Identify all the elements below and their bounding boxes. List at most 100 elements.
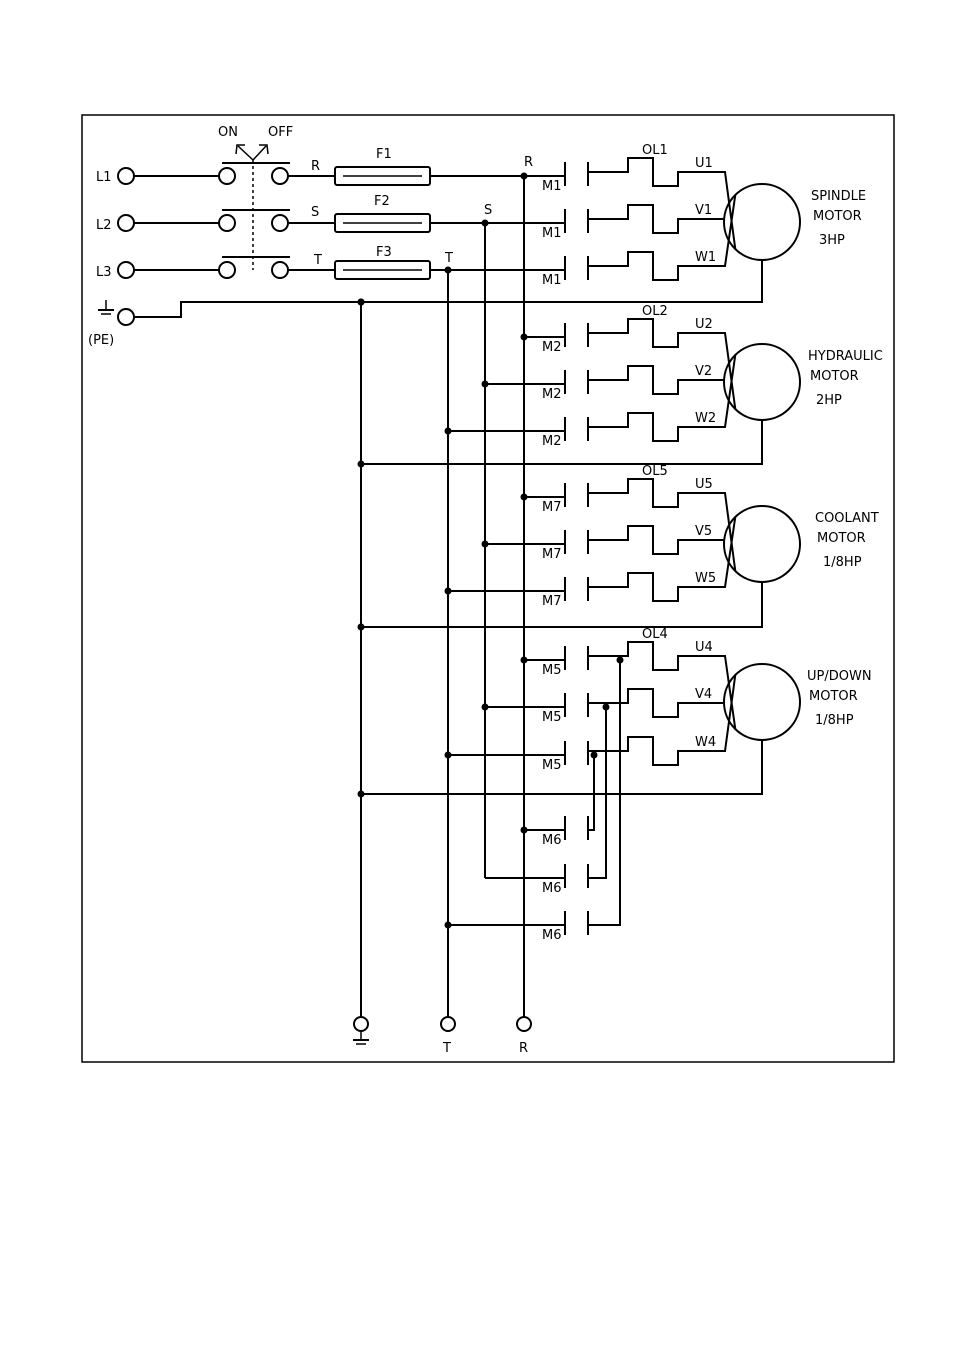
input-label: L1: [96, 170, 112, 185]
junction-dot: [482, 704, 489, 711]
contactor-label: M2: [542, 340, 562, 355]
junction-dot: [591, 752, 598, 759]
switch-contact: [219, 168, 235, 184]
overload-element: [588, 526, 700, 554]
phase-label: T: [313, 253, 322, 268]
junction-dot: [445, 752, 452, 759]
contactor-label: M5: [542, 663, 562, 678]
motor-circuit-3: M7U5M7V5M7W5OL5COOLANTMOTOR1/8HP: [358, 464, 879, 631]
switch-contact: [272, 262, 288, 278]
junction-dot: [358, 624, 365, 631]
input-label: L2: [96, 218, 112, 233]
input-row-l1: L1 R F1: [96, 147, 565, 185]
input-label: L3: [96, 265, 112, 280]
ground-terminal: [118, 309, 134, 325]
junction-dot: [445, 922, 452, 929]
contactor-label: M1: [542, 273, 562, 288]
bottom-terminal-r-label: R: [519, 1041, 528, 1056]
junction-dot: [482, 541, 489, 548]
input-terminal: [118, 215, 134, 231]
motor-power: 1/8HP: [815, 713, 854, 728]
overload-element: [588, 205, 700, 233]
motor-terminal-label: U5: [695, 477, 713, 492]
motor-type: MOTOR: [817, 531, 866, 546]
input-terminal: [118, 168, 134, 184]
junction-dot: [445, 588, 452, 595]
motor-name: COOLANT: [815, 511, 879, 526]
overload-label: OL4: [642, 627, 668, 642]
motor-circuit-4: M5U4M5V4M5W4OL4UP/DOWNMOTOR1/8HP: [358, 627, 872, 798]
contactor-label: M5: [542, 758, 562, 773]
motor-terminal-label: V1: [695, 203, 712, 218]
junction-dot: [358, 299, 365, 306]
motor-symbol: [724, 664, 800, 740]
ground-label: (PE): [88, 333, 114, 348]
motor-name: UP/DOWN: [807, 669, 872, 684]
cross-wire: [588, 707, 606, 878]
overload-element: [588, 642, 700, 670]
overload-element: [588, 158, 700, 186]
bottom-terminal-t-label: T: [442, 1041, 451, 1056]
junction-dot: [521, 334, 528, 341]
fuse-label: F2: [374, 194, 390, 209]
motor-circuit-2: M2U2M2V2M2W2OL2HYDRAULICMOTOR2HP: [358, 304, 883, 468]
overload-element: [588, 413, 700, 441]
contactor-label: M7: [542, 547, 562, 562]
motor-terminal-label: V4: [695, 687, 712, 702]
overload-element: [588, 319, 700, 347]
motor-symbol: [724, 344, 800, 420]
motor-terminal-label: V5: [695, 524, 712, 539]
junction-dot: [521, 657, 528, 664]
bus-s-label: S: [484, 203, 492, 218]
motor-symbol: [724, 506, 800, 582]
junction-dot: [603, 704, 610, 711]
bottom-terminal-t: [441, 1017, 455, 1031]
junction-dot: [358, 791, 365, 798]
junction-dot: [617, 657, 624, 664]
switch-on-label: ON: [218, 125, 238, 140]
junction-dot: [521, 494, 528, 501]
junction-dot: [521, 827, 528, 834]
motor-terminal-label: V2: [695, 364, 712, 379]
contactor-label: M1: [542, 179, 562, 194]
overload-element: [588, 366, 700, 394]
switch-contact: [272, 168, 288, 184]
ground-icon: [353, 1031, 369, 1044]
input-terminal: [118, 262, 134, 278]
contactor-label: M6: [542, 928, 562, 943]
overload-label: OL2: [642, 304, 668, 319]
fuse-label: F3: [376, 245, 392, 260]
input-row-l3: L3 T F3: [96, 245, 565, 280]
overload-label: OL5: [642, 464, 668, 479]
motor-type: MOTOR: [813, 209, 862, 224]
bus-r-label: R: [524, 155, 533, 170]
motor-ground-wire: [361, 582, 762, 627]
switch-contact: [219, 215, 235, 231]
overload-element: [588, 737, 700, 765]
motor-terminal-label: U1: [695, 156, 713, 171]
switch-off-label: OFF: [268, 125, 293, 140]
input-row-l2: L2 S F2: [96, 194, 565, 233]
contactor-label: M2: [542, 434, 562, 449]
motor-terminal-label: U4: [695, 640, 713, 655]
diagram-border: [82, 115, 894, 1062]
switch-contact: [219, 262, 235, 278]
motor-terminal-label: W5: [695, 571, 716, 586]
junction-dot: [445, 428, 452, 435]
motor-terminal-label: W2: [695, 411, 716, 426]
motor-type: MOTOR: [809, 689, 858, 704]
motor-power: 1/8HP: [823, 555, 862, 570]
bottom-terminal-ground: [354, 1017, 368, 1031]
contactor-label: M2: [542, 387, 562, 402]
contactor-label: M6: [542, 881, 562, 896]
motor-symbol: [724, 184, 800, 260]
contactor-label: M7: [542, 594, 562, 609]
motor-terminal-label: W1: [695, 250, 716, 265]
overload-element: [588, 573, 700, 601]
overload-element: [588, 479, 700, 507]
switch-contact: [272, 215, 288, 231]
cross-wire: [588, 660, 620, 925]
